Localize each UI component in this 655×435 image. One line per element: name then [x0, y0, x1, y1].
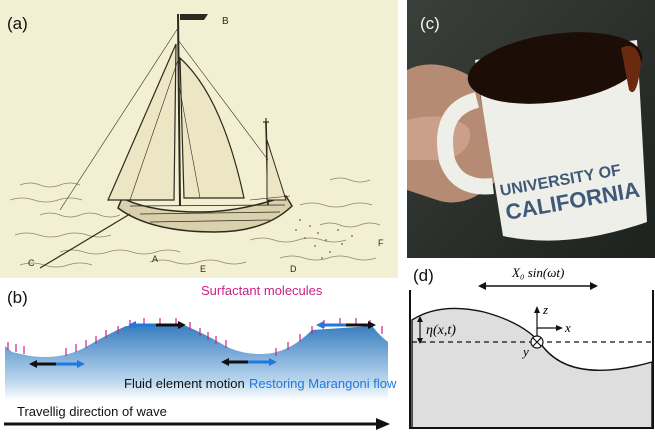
arrows-trough-1 [29, 360, 85, 368]
panel-a-label: (a) [7, 14, 28, 33]
panel-c-photo: UNIVERSITY OF CALIFORNIA (c) [407, 0, 655, 258]
letter-a: A [152, 254, 158, 264]
panel-b-wave-diagram: Surfactant molecules Fluid element motio… [0, 282, 398, 430]
eta-label: η(x,t) [426, 323, 456, 338]
wave-water-body [5, 326, 388, 400]
oscillation-schematic: X₀ sin(ωt) η(x,t) z x y [409, 265, 654, 429]
x-axis-label: x [564, 320, 571, 335]
surfactant-label: Surfactant molecules [201, 283, 323, 298]
panel-a-engraving: B A C E D F (a) [0, 0, 398, 278]
wave-diagram: Surfactant molecules Fluid element motio… [4, 283, 397, 430]
letter-c: C [28, 258, 35, 268]
arrows-trough-2 [221, 358, 277, 366]
letter-f: F [378, 238, 384, 248]
oscillation-label: X₀ sin(ωt) [511, 265, 564, 280]
mug-photo: UNIVERSITY OF CALIFORNIA [407, 0, 655, 258]
y-axis-label: y [521, 344, 529, 359]
marangoni-label: Restoring Marangoni flow [249, 376, 397, 391]
letter-b: B [222, 16, 229, 27]
arrows-peak-2 [316, 321, 376, 329]
arrows-peak-1 [128, 321, 186, 329]
z-axis-label: z [542, 302, 548, 317]
panel-c-label: (c) [420, 14, 440, 33]
letter-d: D [290, 264, 297, 274]
panel-d-schematic: X₀ sin(ωt) η(x,t) z x y (d) [406, 262, 655, 430]
travel-direction-label: Travellig direction of wave [17, 404, 167, 419]
letter-e: E [200, 264, 206, 274]
panel-b-label: (b) [7, 288, 28, 307]
ship-engraving: B A C E D F [0, 0, 398, 278]
panel-d-label: (d) [413, 266, 434, 285]
fluid-motion-label: Fluid element motion [124, 376, 245, 391]
